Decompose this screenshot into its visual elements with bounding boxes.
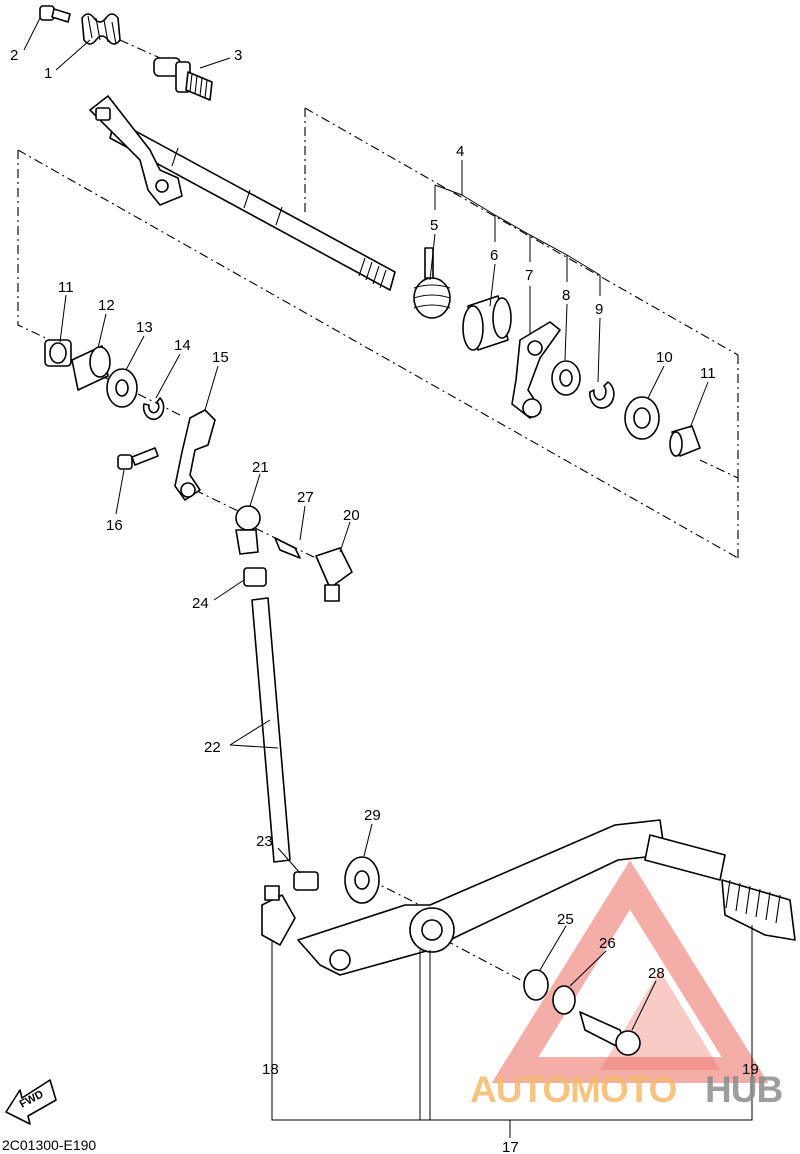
callout-1: 1 [44, 65, 52, 82]
watermark-brand-part2: HUB [705, 1069, 782, 1110]
callout-4: 4 [456, 143, 464, 160]
part-8-washer [551, 360, 581, 396]
callout-11-left: 11 [58, 279, 74, 296]
callout-23: 23 [256, 833, 273, 850]
part-6-collar [462, 295, 512, 351]
callout-6: 6 [490, 247, 498, 264]
part-1-spring [81, 13, 121, 45]
part-24-nut [243, 567, 267, 587]
part-21-rod-end [235, 505, 261, 555]
fwd-arrow: FWD [5, 1079, 57, 1125]
callout-2: 2 [10, 47, 18, 64]
callout-18: 18 [262, 1061, 279, 1078]
callout-7: 7 [525, 267, 533, 284]
callout-28: 28 [648, 965, 665, 982]
callout-29: 29 [364, 807, 381, 824]
callout-26: 26 [599, 935, 616, 952]
part-17-shift-pedal [297, 819, 726, 976]
callout-3: 3 [234, 47, 242, 64]
part-7-stopper-lever [511, 321, 561, 419]
part-22-shift-rod [251, 597, 291, 863]
callout-9: 9 [595, 301, 603, 318]
callout-14: 14 [174, 337, 191, 354]
part-26-washer [552, 985, 576, 1015]
part-3-stud [153, 57, 213, 101]
callout-20: 20 [343, 507, 360, 524]
part-14-circlip [142, 397, 165, 421]
part-10-washer [624, 396, 660, 440]
part-28-pivot-bolt [579, 1011, 641, 1056]
callout-10: 10 [656, 349, 673, 366]
part-20-rod-end [315, 547, 353, 602]
watermark-brand-part1: AUTOMOTO [470, 1069, 677, 1110]
part-11-bearing-right [669, 425, 701, 457]
callout-16: 16 [106, 517, 123, 534]
part-5-spring [413, 247, 451, 319]
part-11-bearing-left [44, 339, 72, 367]
watermark-text: AUTOMOTO HUB [470, 1069, 783, 1110]
callout-27: 27 [297, 489, 314, 506]
part-19-pedal-rubber [721, 879, 796, 941]
assembly-dashed-lines [17, 39, 739, 986]
part-18-rod-end [261, 885, 296, 946]
part-25-washer [523, 969, 549, 1001]
part-13-washer [106, 368, 138, 408]
part-29-washer [344, 856, 380, 904]
callout-13: 13 [136, 319, 153, 336]
callout-24: 24 [192, 595, 209, 612]
callout-21: 21 [252, 459, 269, 476]
callout-22: 22 [204, 739, 221, 756]
part-2-bolt [39, 5, 71, 23]
callout-17: 17 [502, 1139, 519, 1154]
callout-15: 15 [212, 349, 229, 366]
part-27-bolt [274, 537, 301, 559]
callout-numbers: 2 1 3 4 5 6 7 8 9 10 11 11 12 13 14 15 1… [10, 47, 759, 1154]
part-16-bolt [117, 447, 159, 470]
callout-25: 25 [557, 911, 574, 928]
callout-12: 12 [98, 297, 115, 314]
diagram-code: 2C01300-E190 [2, 1137, 96, 1153]
callout-19: 19 [742, 1061, 759, 1078]
callout-5: 5 [430, 217, 438, 234]
shift-shaft [89, 95, 396, 291]
leader-lines [23, 17, 753, 1138]
part-15-shift-arm [174, 409, 216, 501]
callout-8: 8 [562, 287, 570, 304]
part-9-circlip [589, 381, 615, 409]
part-23-nut [293, 871, 319, 891]
part-12-collar [71, 345, 111, 391]
callout-11-right: 11 [700, 365, 716, 382]
